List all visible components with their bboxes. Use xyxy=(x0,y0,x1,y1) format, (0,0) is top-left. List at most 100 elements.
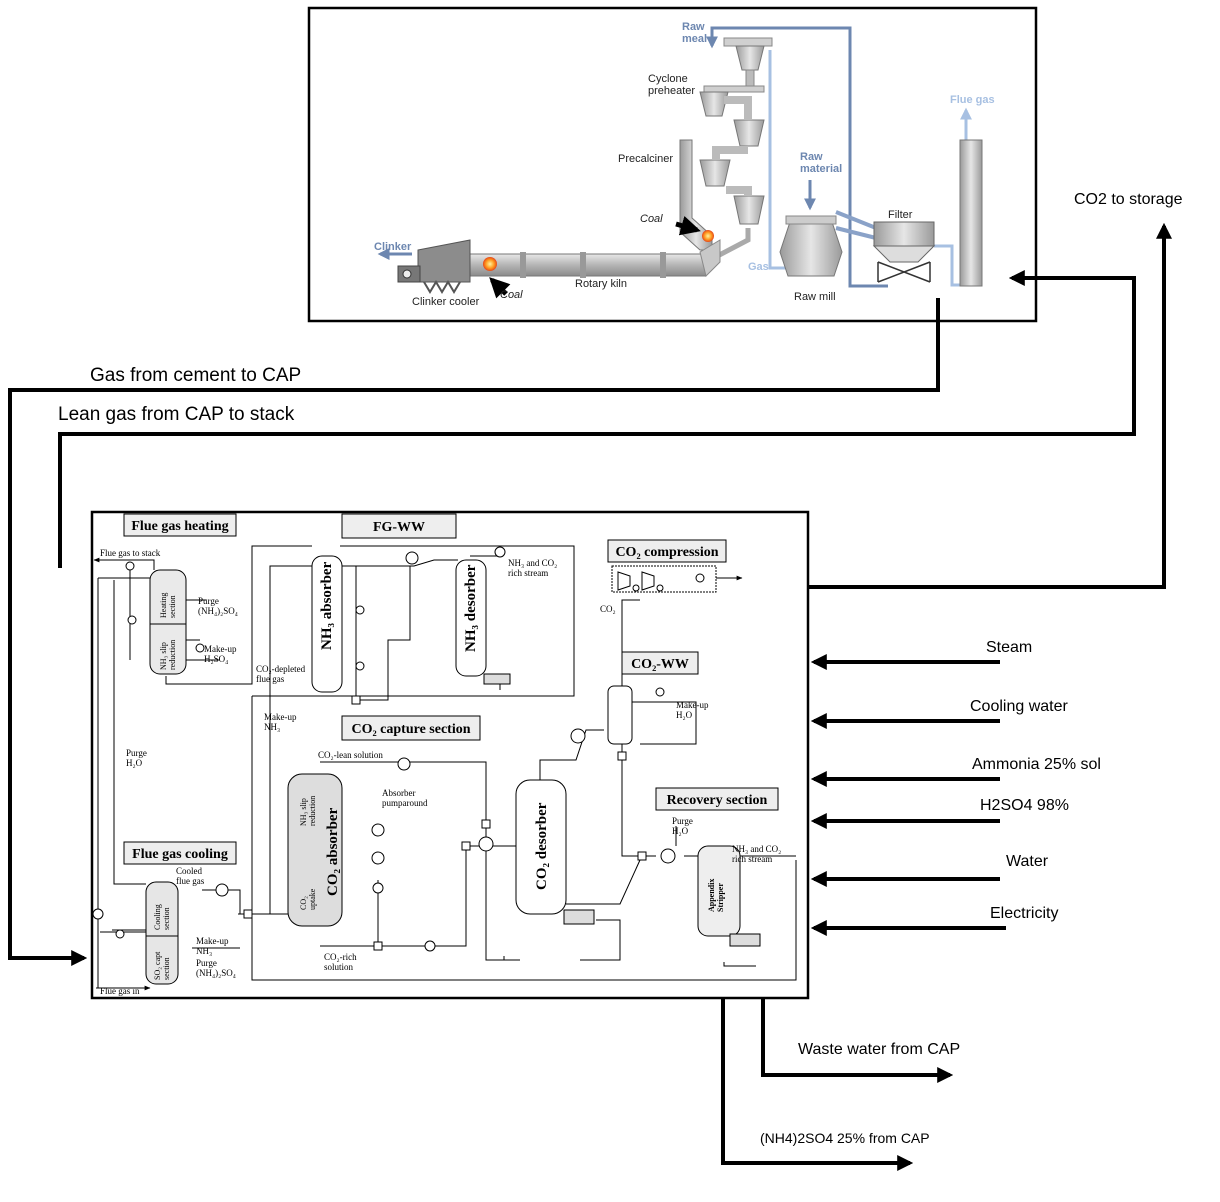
text-line: rich stream xyxy=(732,854,772,864)
text-line: Make-up xyxy=(196,936,229,946)
cooling-water-label: Cooling water xyxy=(970,698,1069,715)
electricity-label: Electricity xyxy=(990,905,1058,922)
text-line: Make-up xyxy=(264,712,297,722)
text-line: section xyxy=(168,595,177,618)
text-line: Heating xyxy=(159,593,168,618)
text-line: Stripper xyxy=(716,883,725,912)
co2-ww-title: CO₂-WW xyxy=(631,657,689,672)
flue-gas-cooling-title: Flue gas cooling xyxy=(132,847,228,862)
text-line: Purge xyxy=(198,596,219,606)
text-line: CO₂-rich xyxy=(324,952,357,962)
text-line: rich stream xyxy=(508,568,548,578)
clinker-cooler-label: Clinker cooler xyxy=(412,296,480,308)
gas-label: Gas xyxy=(748,261,769,273)
text-line: Appendix xyxy=(707,879,716,912)
text-line: Purge xyxy=(196,958,217,968)
text-line: NH₃ and CO₂ xyxy=(732,844,781,854)
recovery-title: Recovery section xyxy=(667,793,768,808)
waste-water-line xyxy=(763,996,950,1075)
text-line: reduction xyxy=(308,796,317,826)
text-line: H₂O xyxy=(126,758,143,768)
text-line: NH₃ and CO₂ xyxy=(508,558,557,568)
co2-to-storage-label: CO2 to storage xyxy=(1074,191,1183,208)
text-line: Cooled xyxy=(176,866,202,876)
flue-gas-in-label: Flue gas in xyxy=(100,986,140,996)
fg-ww-title: FG-WW xyxy=(373,520,425,535)
raw-meal-label: Rawmeal xyxy=(682,21,707,45)
appendix-stripper-text: AppendixStripper xyxy=(707,879,725,912)
text-line: (NH₄)₂SO₄ xyxy=(198,606,238,616)
abs-nh3-slip-label: NH₃ slipreduction xyxy=(299,796,317,826)
text-line: CO₂ xyxy=(299,896,308,910)
text-line: uptake xyxy=(308,888,317,910)
text-line: solution xyxy=(324,962,354,972)
text-line: NH₃ slip xyxy=(299,798,308,826)
coal-top-label: Coal xyxy=(640,213,663,225)
ammonium-sulfate-label: (NH4)2SO4 25% from CAP xyxy=(760,1130,930,1146)
text-line: Make-up xyxy=(676,700,709,710)
clinker-label: Clinker xyxy=(374,241,412,253)
text-line: pumparound xyxy=(382,798,428,808)
heating-section-label: Heatingsection xyxy=(159,593,177,618)
waste-water-label: Waste water from CAP xyxy=(798,1041,960,1058)
raw-mill xyxy=(780,216,842,276)
text-line: Make-up xyxy=(204,644,237,654)
text-line: Purge xyxy=(126,748,147,758)
nh3-absorber-label: NH₃ absorber xyxy=(319,561,335,650)
h2so4-label: H2SO4 98% xyxy=(980,797,1069,814)
flue-gas-heating-title: Flue gas heating xyxy=(131,519,228,534)
text-line: H₂O xyxy=(676,710,693,720)
rotary-kiln xyxy=(470,254,706,276)
abs-nh3-slip-text: NH₃ slipreduction xyxy=(299,796,317,826)
lean-gas-label: Lean gas from CAP to stack xyxy=(58,404,295,425)
co2-desorber-label: CO₂ desorber xyxy=(534,802,550,890)
stack xyxy=(960,140,982,286)
gas-to-cap-label: Gas from cement to CAP xyxy=(90,365,301,386)
text-line: NH₃ xyxy=(196,946,212,956)
text-line: (NH₄)₂SO₄ xyxy=(196,968,236,978)
co2-ww-column xyxy=(608,686,632,744)
text-line: H₂SO₄ xyxy=(204,654,228,664)
co2-absorber-label: CO₂ absorber xyxy=(325,807,341,896)
co2-lean-label: CO₂-lean solution xyxy=(318,750,383,760)
flue-gas-to-stack-label: Flue gas to stack xyxy=(100,548,161,558)
nh3-slip-label: NH₃ slipreduction xyxy=(159,640,177,670)
water-label: Water xyxy=(1006,853,1049,870)
text-line: CO₂-depleted xyxy=(256,664,306,674)
ammonia-label: Ammonia 25% sol xyxy=(972,756,1101,773)
kiln-flame xyxy=(483,257,497,271)
text-line: Cyclone xyxy=(648,73,688,85)
text-line: H₂O xyxy=(672,826,689,836)
text-line: reduction xyxy=(168,640,177,670)
text-line: Raw xyxy=(682,21,705,33)
raw-mill-label: Raw mill xyxy=(794,291,836,303)
text-line: section xyxy=(162,907,171,930)
co2-label: CO₂ xyxy=(600,604,616,614)
text-line: Raw xyxy=(800,151,823,163)
text-line: flue gas xyxy=(256,674,285,684)
co2-capture-title: CO₂ capture section xyxy=(351,722,470,737)
text-line: Cooling xyxy=(153,904,162,930)
text-line: material xyxy=(800,163,842,175)
steam-label: Steam xyxy=(986,639,1032,656)
text-line: NH₃ xyxy=(264,722,280,732)
text-line: meal xyxy=(682,33,707,45)
precalciner-label: Precalciner xyxy=(618,153,673,165)
text-line: flue gas xyxy=(176,876,205,886)
flue-gas-label: Flue gas xyxy=(950,94,995,106)
nh3-desorber-label: NH₃ desorber xyxy=(463,564,479,652)
cooling-section-label: Coolingsection xyxy=(153,904,171,930)
text-line: NH₃ slip xyxy=(159,642,168,670)
co2-compression-title: CO₂ compression xyxy=(615,545,718,560)
rotary-kiln-label: Rotary kiln xyxy=(575,278,627,290)
nh3-slip-text: NH₃ slipreduction xyxy=(159,640,177,670)
text-line: Purge xyxy=(672,816,693,826)
cooling-section-text: Coolingsection xyxy=(153,904,171,930)
text-line: SO₂ capt xyxy=(153,951,162,980)
appendix-stripper-label: AppendixStripper xyxy=(707,879,725,912)
text-line: Absorber xyxy=(382,788,416,798)
